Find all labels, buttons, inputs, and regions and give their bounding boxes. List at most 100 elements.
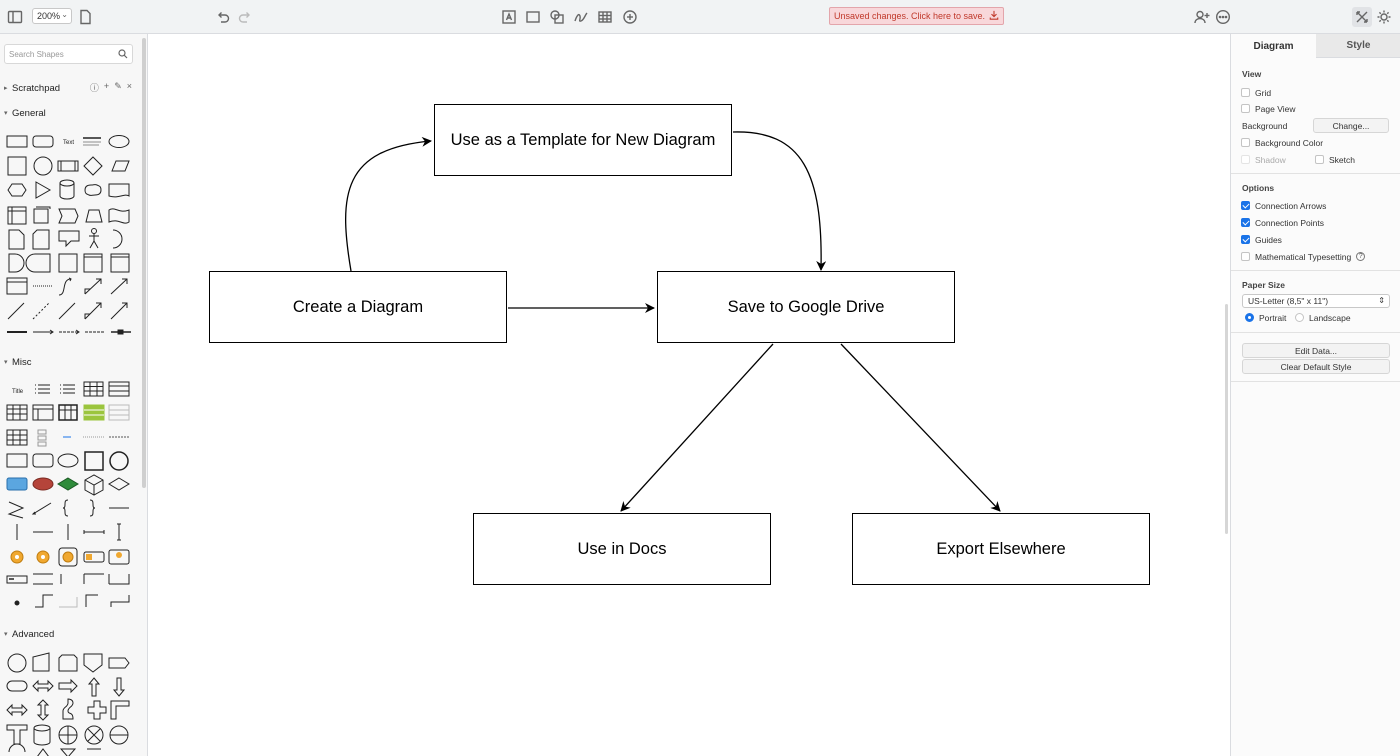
node-export-label: Export Elsewhere (936, 539, 1066, 558)
section-advanced-label: Advanced (12, 628, 55, 640)
math-typesetting-checkbox[interactable] (1241, 252, 1250, 261)
clear-default-style-label: Clear Default Style (1280, 361, 1352, 372)
section-general[interactable]: ▾ General (0, 105, 142, 121)
grid-checkbox[interactable] (1241, 88, 1250, 97)
connector-create-to-template (345, 136, 432, 272)
node-save-label: Save to Google Drive (727, 297, 885, 316)
landscape-label: Landscape (1309, 312, 1351, 323)
shadow-option[interactable]: Shadow (1241, 153, 1286, 166)
zoom-value: 200% (37, 11, 61, 21)
grid-label: Grid (1255, 87, 1272, 98)
table-icon[interactable] (595, 7, 615, 27)
zoom-select[interactable]: 200% ⌄ (32, 8, 72, 24)
connection-points-checkbox[interactable] (1241, 218, 1250, 227)
section-scratchpad[interactable]: ▸ Scratchpad ⓘ + ✎ × (0, 80, 142, 96)
background-color-option[interactable]: Background Color (1241, 136, 1323, 149)
grid-option[interactable]: Grid (1241, 86, 1271, 99)
paper-size-value: US-Letter (8,5" x 11") (1248, 296, 1329, 306)
unsaved-changes-button[interactable]: Unsaved changes. Click here to save. (829, 7, 1004, 25)
sidebar-toggle-icon[interactable] (5, 7, 25, 27)
portrait-radio[interactable] (1245, 313, 1254, 322)
background-color-checkbox[interactable] (1241, 138, 1250, 147)
divider (1231, 381, 1400, 382)
page-icon[interactable] (75, 7, 95, 27)
paper-size-heading: Paper Size (1242, 280, 1285, 290)
tab-style-label: Style (1346, 40, 1371, 51)
chevron-down-icon: ▾ (4, 631, 8, 638)
chevron-down-icon: ▾ (4, 359, 8, 366)
text-icon[interactable] (499, 7, 519, 27)
close-icon[interactable]: × (126, 81, 132, 91)
rectangle-icon[interactable] (523, 7, 543, 27)
canvas-scrollbar[interactable] (1225, 304, 1228, 534)
add-user-icon[interactable] (1192, 7, 1212, 27)
connection-arrows-option[interactable]: Connection Arrows (1241, 199, 1326, 212)
more-icon[interactable] (1213, 7, 1233, 27)
shadow-checkbox[interactable] (1241, 155, 1250, 164)
landscape-radio[interactable] (1295, 313, 1304, 322)
node-save[interactable]: Save to Google Drive (657, 271, 955, 343)
divider (1231, 270, 1400, 271)
sidebar-scrollbar[interactable] (142, 38, 146, 488)
insert-plus-icon[interactable] (620, 7, 640, 27)
add-icon[interactable]: + (103, 81, 110, 91)
math-typesetting-option[interactable]: Mathematical Typesetting ? (1241, 250, 1366, 263)
redo-icon[interactable] (235, 7, 255, 27)
portrait-label: Portrait (1259, 312, 1287, 323)
chevron-down-icon: ⌄ (61, 10, 68, 19)
toolbar: 200% ⌄ Unsaved changes. Click here to sa… (0, 0, 1400, 34)
help-icon[interactable]: ? (1356, 252, 1366, 261)
help-icon[interactable]: ⓘ (89, 83, 99, 93)
misc-shapes-palette[interactable]: Title (5, 378, 135, 618)
format-icon[interactable] (1352, 7, 1372, 27)
shapes-icon[interactable] (547, 7, 567, 27)
edit-icon[interactable]: ✎ (114, 81, 122, 91)
section-advanced[interactable]: ▾ Advanced (0, 626, 142, 642)
node-docs[interactable]: Use in Docs (473, 513, 771, 585)
freehand-icon[interactable] (571, 7, 591, 27)
general-shapes-palette[interactable]: Text (5, 130, 135, 340)
theme-icon[interactable] (1374, 7, 1394, 27)
connection-points-label: Connection Points (1255, 217, 1324, 228)
change-background-button[interactable]: Change... (1313, 118, 1389, 133)
tab-diagram-label: Diagram (1253, 40, 1294, 52)
math-typesetting-label: Mathematical Typesetting (1255, 251, 1352, 262)
undo-icon[interactable] (213, 7, 233, 27)
connector-save-to-docs (620, 343, 774, 512)
search-icon[interactable] (118, 49, 128, 59)
sketch-option[interactable]: Sketch (1315, 153, 1355, 166)
clear-default-style-button[interactable]: Clear Default Style (1242, 359, 1390, 374)
landscape-option[interactable]: Landscape (1295, 311, 1351, 324)
advanced-shapes-palette[interactable] (5, 649, 135, 756)
view-heading: View (1242, 69, 1262, 79)
edit-data-label: Edit Data... (1294, 345, 1338, 356)
search-placeholder: Search Shapes (9, 50, 64, 59)
tab-style[interactable]: Style (1316, 34, 1400, 58)
paper-size-select[interactable]: US-Letter (8,5" x 11") ⇕ (1242, 294, 1390, 308)
unsaved-changes-label: Unsaved changes. Click here to save. (833, 11, 986, 21)
section-misc[interactable]: ▾ Misc (0, 354, 142, 370)
guides-label: Guides (1255, 234, 1282, 245)
node-create[interactable]: Create a Diagram (209, 271, 507, 343)
background-label: Background (1242, 120, 1288, 131)
sketch-checkbox[interactable] (1315, 155, 1324, 164)
guides-checkbox[interactable] (1241, 235, 1250, 244)
node-template[interactable]: Use as a Template for New Diagram (434, 104, 732, 176)
connection-points-option[interactable]: Connection Points (1241, 216, 1324, 229)
change-background-label: Change... (1332, 120, 1370, 131)
node-export[interactable]: Export Elsewhere (852, 513, 1150, 585)
portrait-option[interactable]: Portrait (1245, 311, 1286, 324)
node-docs-label: Use in Docs (577, 539, 667, 558)
search-shapes-input[interactable]: Search Shapes (4, 44, 133, 64)
node-template-label: Use as a Template for New Diagram (450, 130, 716, 149)
save-icon (989, 10, 999, 22)
page-view-option[interactable]: Page View (1241, 102, 1295, 115)
edit-data-button[interactable]: Edit Data... (1242, 343, 1390, 358)
connection-arrows-checkbox[interactable] (1241, 201, 1250, 210)
tab-diagram[interactable]: Diagram (1231, 34, 1316, 58)
guides-option[interactable]: Guides (1241, 233, 1282, 246)
title-shape: Title (12, 389, 24, 395)
diagram-canvas[interactable]: Use as a Template for New Diagram Create… (148, 34, 1230, 756)
page-view-checkbox[interactable] (1241, 104, 1250, 113)
connector-save-to-export (840, 343, 1001, 512)
